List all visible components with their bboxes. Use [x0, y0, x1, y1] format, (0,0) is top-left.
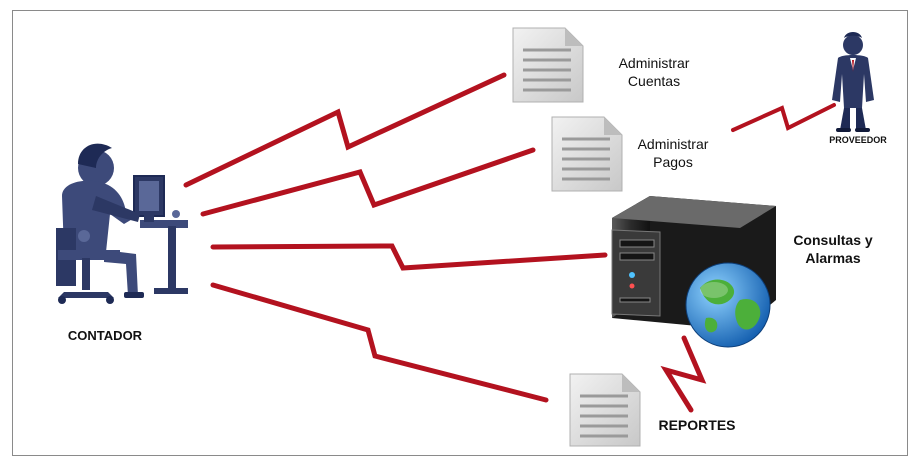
- label-reportes: REPORTES: [658, 417, 736, 433]
- document-icon-reportes: [569, 373, 641, 447]
- diagram-frame: [12, 10, 908, 456]
- link-contador-reportes: [210, 282, 549, 403]
- globe-icon: [685, 262, 771, 348]
- link-proveedor-pagos: [731, 103, 836, 132]
- document-icon-pagos: [551, 116, 623, 192]
- label-administrar-pagos: Administrar Pagos: [637, 136, 709, 170]
- label-proveedor: PROVEEDOR: [829, 135, 887, 145]
- label-administrar-cuentas: Administrar Cuentas: [618, 55, 690, 89]
- label-contador: CONTADOR: [67, 328, 143, 343]
- document-icon-cuentas: [512, 27, 584, 103]
- link-contador-consultas: [210, 243, 608, 271]
- contador-person-icon: [56, 143, 188, 304]
- label-consultas-alarmas: Consultas y Alarmas: [793, 232, 873, 266]
- proveedor-person-icon: [832, 32, 874, 132]
- link-consultas-reportes: [660, 335, 707, 413]
- link-contador-pagos: [200, 147, 536, 217]
- link-contador-cuentas: [183, 72, 507, 188]
